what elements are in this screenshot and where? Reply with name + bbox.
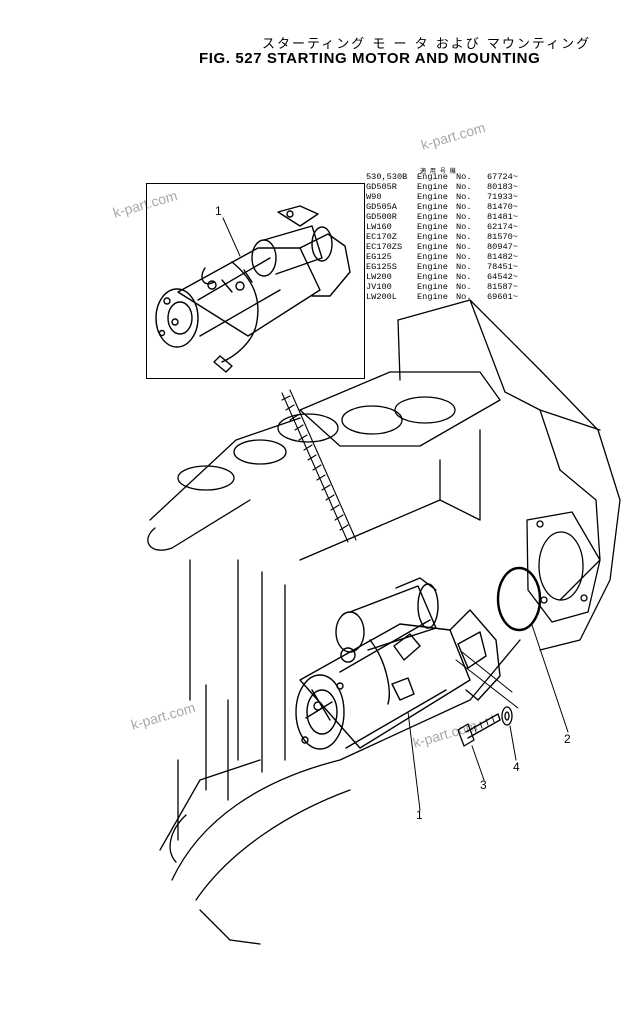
figure-title: FIG. 527 STARTING MOTOR AND MOUNTING (199, 50, 541, 67)
applicability-row: 530,530B Engine No. 67724~ (366, 172, 521, 182)
applicability-model: LW200 (366, 272, 392, 282)
applicability-model: 530,530B (366, 172, 408, 182)
applicability-row: LW200L Engine No. 69601~ (366, 292, 521, 302)
figure-title-japanese: スターティング モ ー タ および マウンティング (262, 37, 592, 52)
applicability-model: W90 (366, 192, 382, 202)
applicability-row: EG125 Engine No. 81482~ (366, 252, 521, 262)
applicability-serial: 67724~ (487, 172, 518, 182)
callout-inset-starter-motor: 1 (215, 204, 222, 218)
applicability-no: No. (456, 272, 472, 282)
applicability-label: Engine (417, 212, 448, 222)
applicability-serial: 80183~ (487, 182, 518, 192)
applicability-row: W90 Engine No. 71933~ (366, 192, 521, 202)
applicability-no: No. (456, 212, 472, 222)
applicability-label: Engine (417, 182, 448, 192)
applicability-no: No. (456, 282, 472, 292)
applicability-model: GD505A (366, 202, 397, 212)
applicability-model: EC170ZS (366, 242, 403, 252)
applicability-model: LW200L (366, 292, 397, 302)
applicability-no: No. (456, 242, 472, 252)
applicability-serial: 80947~ (487, 242, 518, 252)
applicability-serial: 69601~ (487, 292, 518, 302)
applicability-label: Engine (417, 252, 448, 262)
applicability-row: JV100 Engine No. 81587~ (366, 282, 521, 292)
applicability-serial: 78451~ (487, 262, 518, 272)
inset-starter-motor-drawing (155, 205, 351, 373)
applicability-model: EG125 (366, 252, 392, 262)
applicability-serial: 81470~ (487, 202, 518, 212)
applicability-model: LW160 (366, 222, 392, 232)
applicability-no: No. (456, 262, 472, 272)
applicability-no: No. (456, 202, 472, 212)
bolt-drawing (457, 713, 501, 781)
applicability-no: No. (456, 192, 472, 202)
applicability-no: No. (456, 292, 472, 302)
applicability-header: 適 用 号 機 (420, 168, 457, 175)
applicability-row: EG125S Engine No. 78451~ (366, 262, 521, 272)
applicability-row: EC170Z Engine No. 81570~ (366, 232, 521, 242)
applicability-serial: 62174~ (487, 222, 518, 232)
applicability-row: GD505A Engine No. 81470~ (366, 202, 521, 212)
applicability-no: No. (456, 252, 472, 262)
applicability-row: LW160 Engine No. 62174~ (366, 222, 521, 232)
applicability-row: LW200 Engine No. 64542~ (366, 272, 521, 282)
applicability-label: Engine (417, 272, 448, 282)
applicability-label: Engine (417, 262, 448, 272)
applicability-row: GD500R Engine No. 81481~ (366, 212, 521, 222)
inset-detail-box (146, 183, 365, 379)
applicability-label: Engine (417, 192, 448, 202)
applicability-serial: 81587~ (487, 282, 518, 292)
applicability-label: Engine (417, 202, 448, 212)
washer-drawing (501, 706, 517, 761)
applicability-serial: 81481~ (487, 212, 518, 222)
applicability-model: GD505R (366, 182, 397, 192)
callout-gasket: 2 (564, 732, 571, 746)
applicability-serial: 71933~ (487, 192, 518, 202)
applicability-model: EG125S (366, 262, 397, 272)
callout-bolt: 3 (480, 778, 487, 792)
applicability-serial: 81482~ (487, 252, 518, 262)
applicability-serial: 81570~ (487, 232, 518, 242)
applicability-no: No. (456, 172, 472, 182)
callout-starter-motor: 1 (416, 808, 423, 822)
gasket-drawing (496, 566, 569, 733)
applicability-no: No. (456, 182, 472, 192)
applicability-row: EC170ZS Engine No. 80947~ (366, 242, 521, 252)
applicability-serial: 64542~ (487, 272, 518, 282)
engine-block-drawing (147, 299, 621, 945)
inset-leader-hatched (281, 389, 357, 543)
applicability-model: GD500R (366, 212, 397, 222)
applicability-label: Engine (417, 172, 448, 182)
callout-washer: 4 (513, 760, 520, 774)
applicability-label: Engine (417, 232, 448, 242)
applicability-label: Engine (417, 222, 448, 232)
applicability-label: Engine (417, 282, 448, 292)
applicability-label: Engine (417, 292, 448, 302)
applicability-no: No. (456, 232, 472, 242)
applicability-model: EC170Z (366, 232, 397, 242)
applicability-no: No. (456, 222, 472, 232)
applicability-row: GD505R Engine No. 80183~ (366, 182, 521, 192)
applicability-label: Engine (417, 242, 448, 252)
applicability-model: JV100 (366, 282, 392, 292)
starter-motor-drawing (295, 577, 519, 811)
